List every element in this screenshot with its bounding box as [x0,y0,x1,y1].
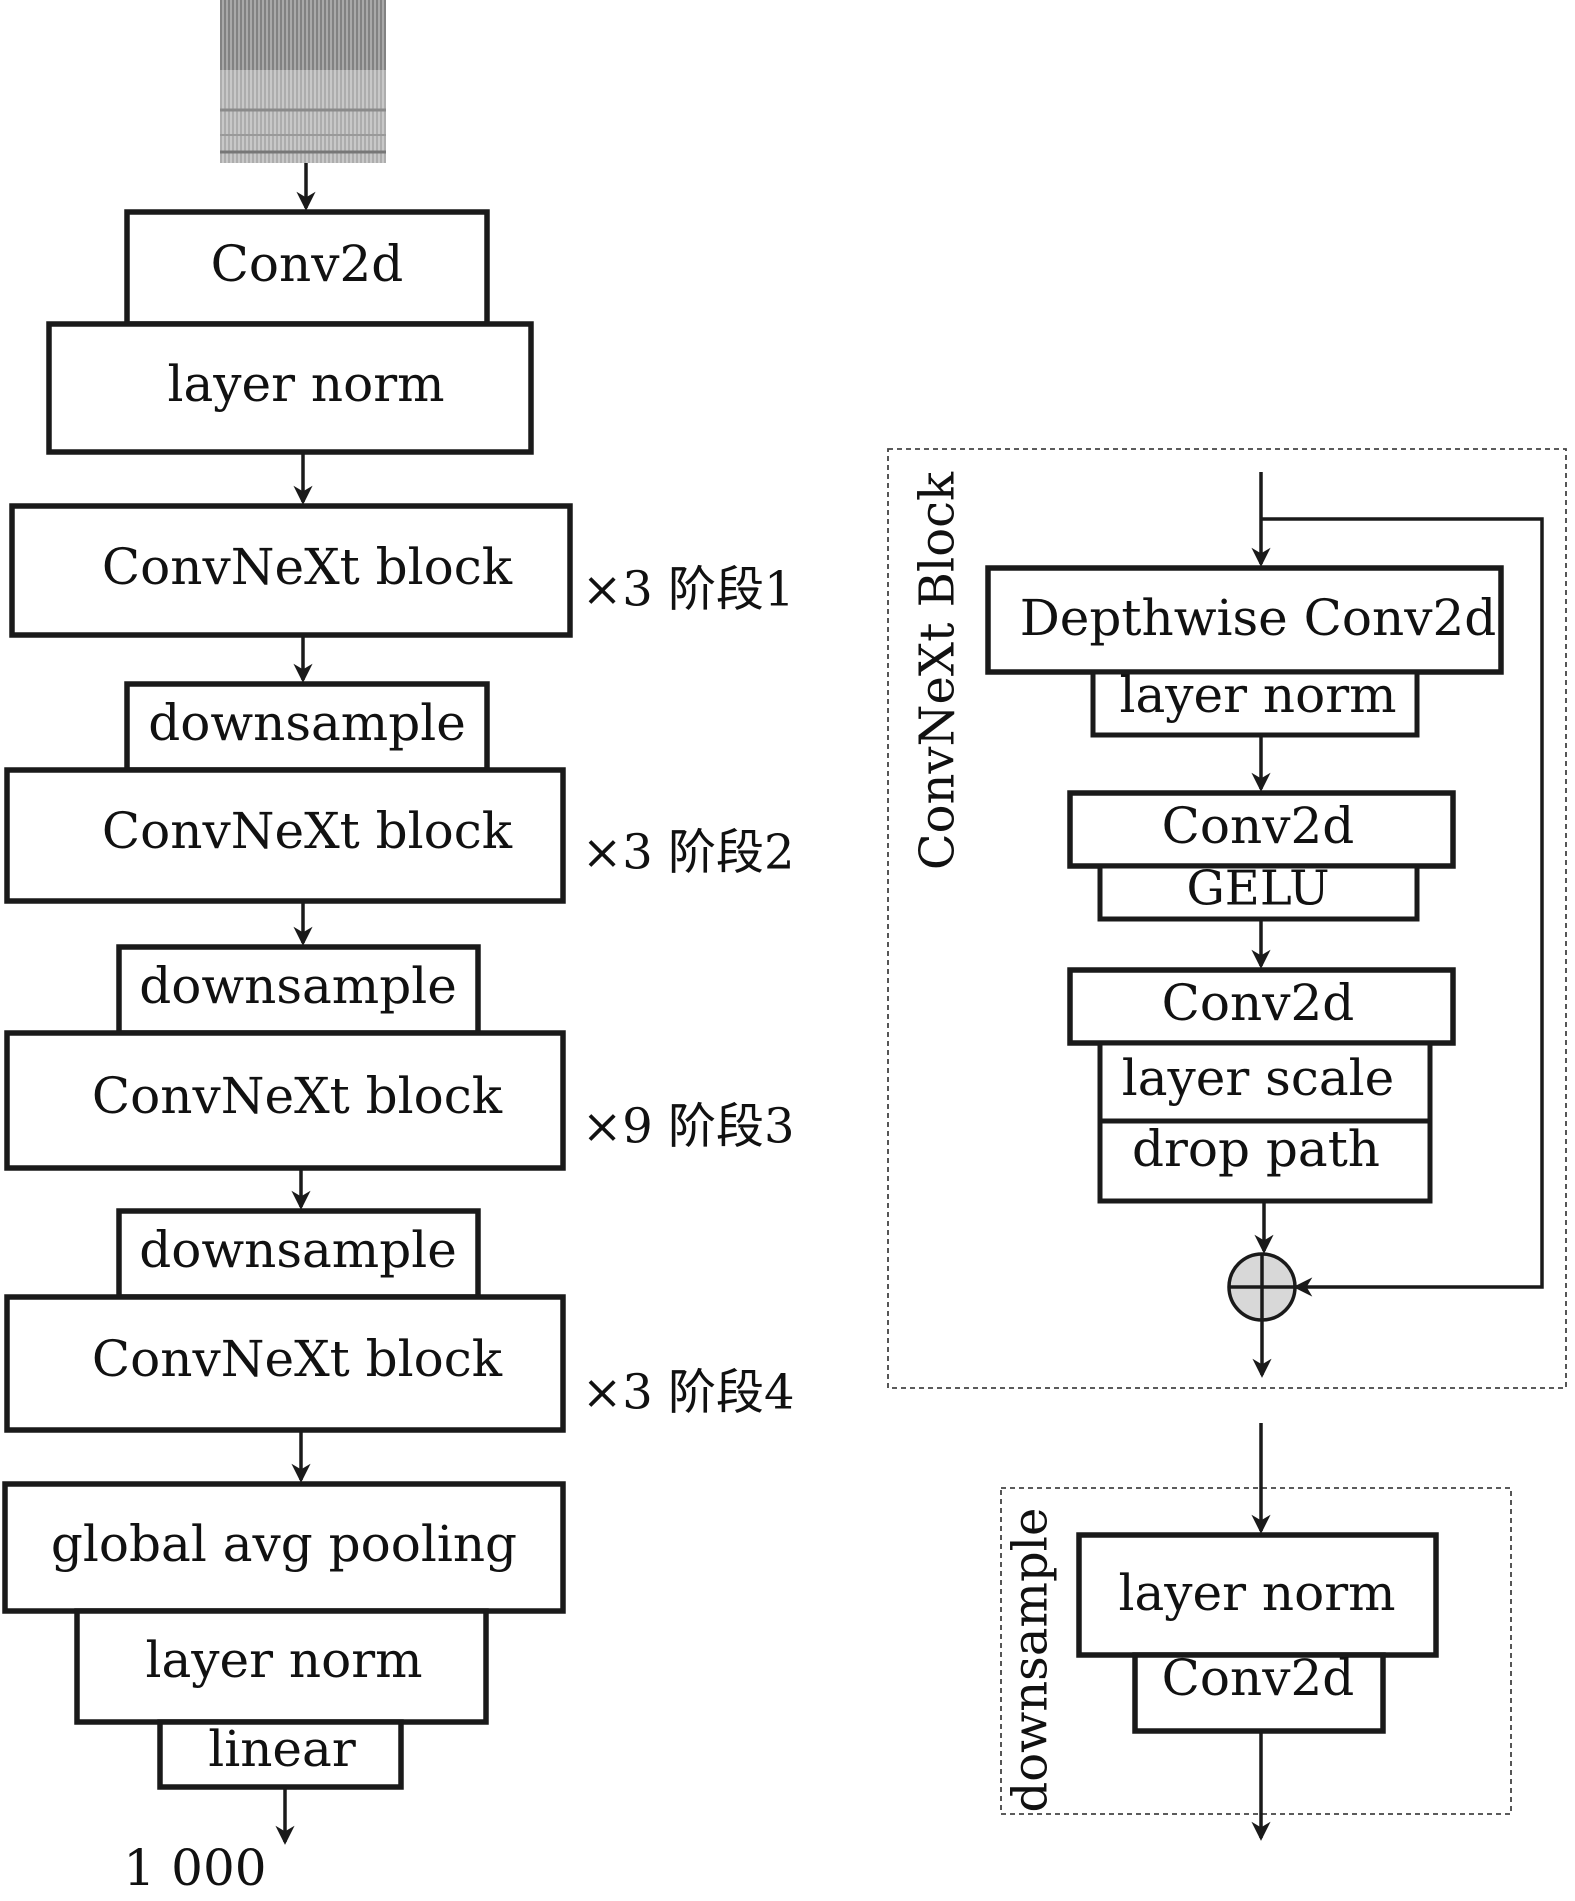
conv2d-label: Conv2d [1162,974,1355,1032]
conv2d-label: Conv2d [211,235,404,293]
downsample-2: downsample [116,944,481,1036]
residual-skip-connection [1261,517,1544,1297]
linear-head: linear [157,1719,404,1790]
block-label: ConvNeXt block [102,538,513,596]
stage-4-label: ×3 阶段4 [582,1365,795,1421]
convnext-block-stage3: ConvNeXt block [4,1030,566,1171]
stage-1-label: ×3 阶段1 [582,562,795,618]
convnext-block-stage4: ConvNeXt block [4,1294,566,1433]
block-layer-norm: layer norm [1090,666,1420,738]
downsample-title: downsample [1003,1508,1059,1813]
linear-label: linear [208,1720,356,1778]
depthwise-conv2d: Depthwise Conv2d [985,565,1504,675]
layer-scale: layer scale [1097,1040,1433,1124]
block-label: ConvNeXt block [102,802,513,860]
stage-2-label: ×3 阶段2 [582,825,795,881]
downsample-layer-norm: layer norm [1076,1532,1439,1658]
downsample-conv2d: Conv2d [1132,1649,1386,1734]
layer-norm-label: layer norm [1118,1564,1395,1622]
layer-norm-label: layer norm [167,355,444,413]
block-label: ConvNeXt block [92,1067,503,1125]
downsample-1: downsample [124,681,490,773]
layer-norm-stem: layer norm [46,321,534,455]
block-label: ConvNeXt block [92,1330,503,1388]
convnext-block-title: ConvNeXt Block [910,471,966,870]
input-spectrogram [220,0,386,163]
convnext-block-detail: ConvNeXt Block Depthwise Conv2d layer no… [887,448,1567,1389]
convnext-block-frame [887,448,1567,1389]
downsample-label: downsample [148,694,466,752]
gelu-label: GELU [1186,861,1329,917]
pointwise-conv2d-2: Conv2d [1067,967,1456,1046]
drop-path: drop path [1097,1118,1433,1204]
layer-norm-label: layer norm [1119,666,1396,724]
downsample-frame [1000,1487,1512,1815]
stage-3-label: ×9 阶段3 [582,1099,795,1155]
layer-scale-label: layer scale [1122,1049,1395,1107]
depthwise-conv2d-label: Depthwise Conv2d [1020,589,1497,647]
downsample-detail: downsample layer norm Conv2d [1000,1423,1512,1841]
global-avg-pooling: global avg pooling [2,1481,566,1614]
residual-add-icon [1227,1252,1297,1322]
pointwise-conv2d-1: Conv2d [1067,790,1456,869]
downsample-label: downsample [139,1221,457,1279]
gelu-activation: GELU [1097,861,1420,922]
layer-norm-head: layer norm [74,1608,489,1725]
drop-path-label: drop path [1132,1120,1380,1178]
output-classes-label: 1 000 [123,1839,266,1897]
conv2d-label: Conv2d [1162,797,1355,855]
layer-norm-label: layer norm [145,1631,422,1689]
downsample-3: downsample [116,1208,481,1300]
main-flow-arrows [275,163,316,1845]
conv2d-stem: Conv2d [124,209,490,327]
global-pool-label: global avg pooling [51,1515,517,1573]
conv2d-label: Conv2d [1162,1649,1355,1707]
convnext-block-stage2: ConvNeXt block [4,767,566,904]
downsample-label: downsample [139,957,457,1015]
convnext-block-stage1: ConvNeXt block [9,503,573,638]
